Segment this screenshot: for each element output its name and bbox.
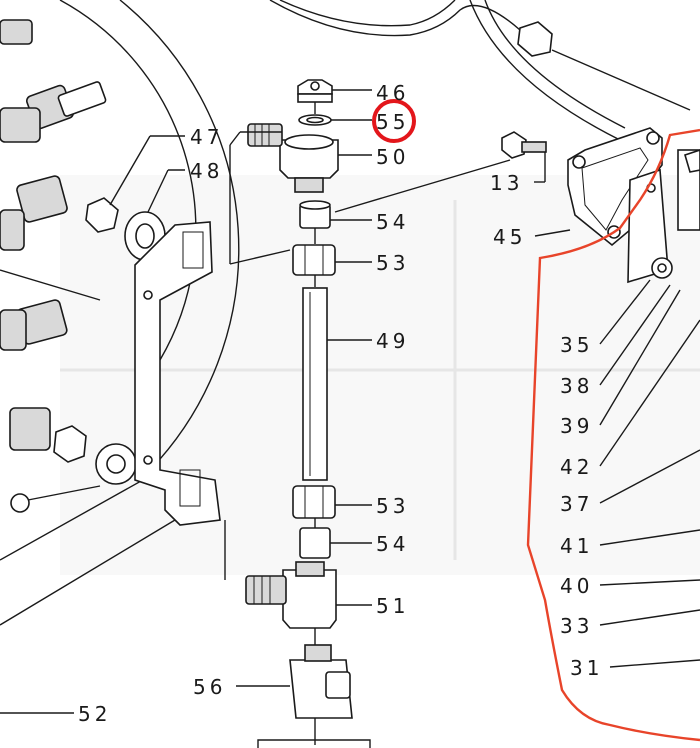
label-42: 42 (560, 455, 593, 479)
label-41: 41 (560, 534, 593, 558)
label-38: 38 (560, 374, 593, 398)
label-45: 45 (493, 225, 526, 249)
label-47: 47 (190, 125, 223, 149)
highlight-circle (372, 99, 416, 143)
label-54-upper: 54 (376, 210, 409, 234)
label-46: 46 (376, 81, 409, 105)
label-31: 31 (570, 656, 603, 680)
label-48: 48 (190, 159, 223, 183)
top-pipe (269, 0, 691, 141)
label-55: 55 (376, 110, 409, 134)
label-53-upper: 53 (376, 251, 409, 275)
leader-lines (0, 89, 700, 714)
label-53-lower: 53 (376, 494, 409, 518)
label-37: 37 (560, 492, 593, 516)
bracket-plate (134, 145, 231, 580)
label-56: 56 (193, 675, 226, 699)
callout-labels: 46 55 50 47 48 54 53 49 53 54 51 56 52 1… (78, 81, 603, 726)
right-assembly (501, 127, 700, 742)
highlight-outline (526, 128, 700, 742)
label-52: 52 (78, 702, 111, 726)
label-39: 39 (560, 414, 593, 438)
label-54-lower: 54 (376, 532, 409, 556)
sight-glass-assembly (229, 79, 511, 748)
label-50: 50 (376, 145, 409, 169)
label-33: 33 (560, 614, 593, 638)
label-49: 49 (376, 329, 409, 353)
label-35: 35 (560, 333, 593, 357)
label-40: 40 (560, 574, 593, 598)
label-51: 51 (376, 594, 409, 618)
label-13: 13 (490, 171, 523, 195)
